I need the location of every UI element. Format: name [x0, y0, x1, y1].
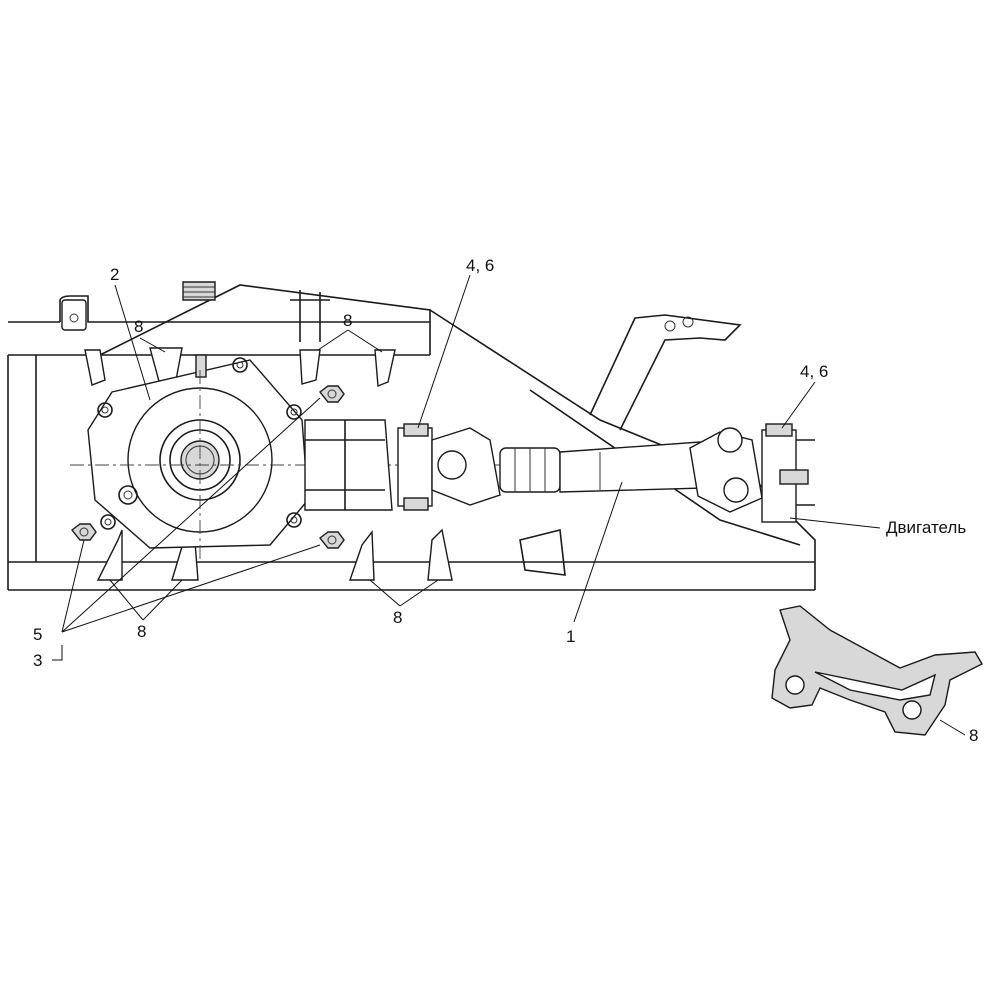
mounting-brackets [84, 347, 453, 581]
nut [71, 523, 97, 541]
callout-nut: 5 [33, 625, 42, 644]
bracket-top [299, 349, 321, 385]
bracket-bottom [427, 528, 453, 581]
nuts [71, 385, 345, 549]
top-spring [182, 281, 216, 301]
bracket-detail-view [771, 605, 983, 736]
frame-lug [61, 299, 87, 331]
callout-bracket-detail: 8 [969, 726, 978, 745]
callout-bracket-top-mid: 8 [343, 311, 352, 330]
bracket-bottom [96, 529, 123, 581]
bracket-top [374, 349, 396, 388]
drive-shaft [397, 423, 815, 523]
callout-washer: 3 [33, 651, 42, 670]
callout-bolt-nut-top: 4, 6 [466, 256, 494, 275]
nut [319, 385, 345, 403]
callout-gearbox: 2 [110, 265, 119, 284]
callout-bracket-top-left: 8 [134, 317, 143, 336]
leader-lines [52, 274, 966, 736]
gearbox [70, 354, 620, 560]
nut [319, 531, 345, 549]
callout-bracket-bottom-left: 8 [137, 622, 146, 641]
callout-labels: 2 8 8 4, 6 4, 6 Двигатель 1 8 8 8 5 3 [33, 256, 978, 745]
callout-bolt-nut-right: 4, 6 [800, 362, 828, 381]
callout-shaft: 1 [566, 627, 575, 646]
callout-engine: Двигатель [886, 518, 966, 537]
bracket-top [84, 349, 106, 386]
bracket-bottom [349, 530, 375, 581]
callout-bracket-bottom-mid: 8 [393, 608, 402, 627]
